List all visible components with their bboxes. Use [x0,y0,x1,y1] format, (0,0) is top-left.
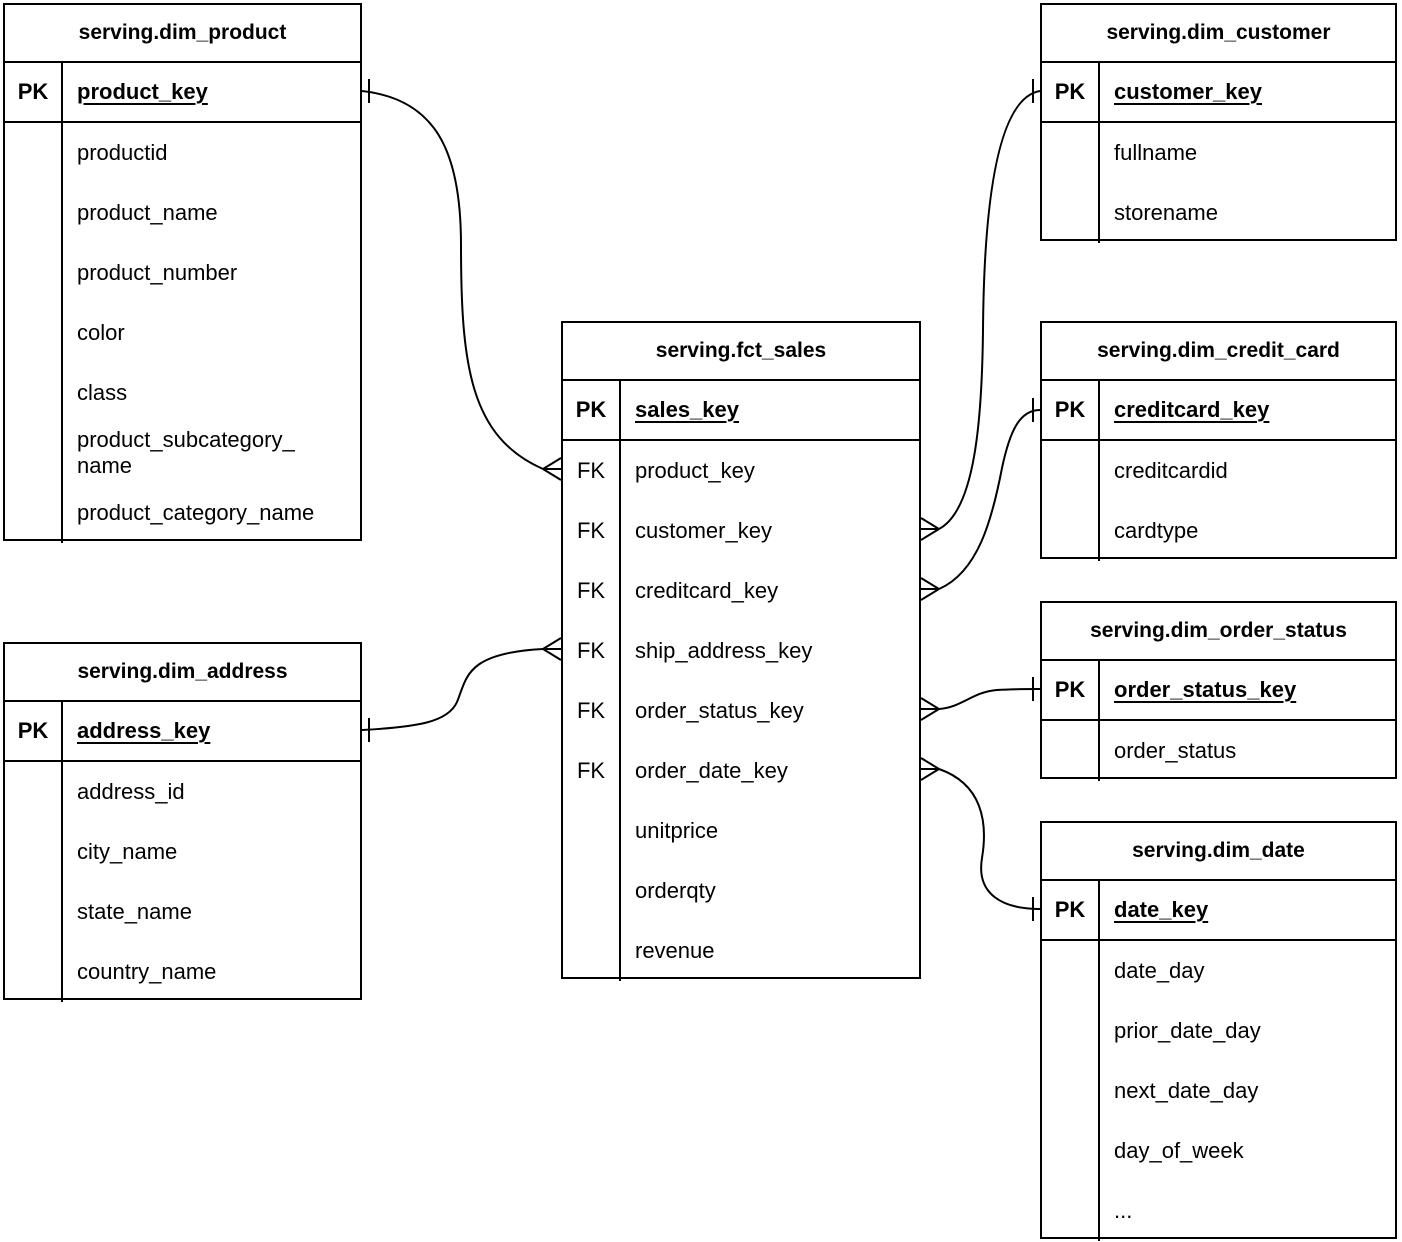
field-name: day_of_week [1114,1138,1244,1164]
table-serving-dim-customer: serving.dim_customer PK customer_key ful… [1040,3,1397,243]
relationship-line [361,648,544,731]
field-name: product_category_name [77,500,315,526]
field-name: creditcard_key [635,578,779,604]
field-name: color [77,320,125,346]
key-column: FK FK FK FK FK FK [563,441,621,981]
field-name: city_name [77,839,178,865]
crow-foot-many-icon [542,457,562,481]
field-name: product_subcategory_ name [77,427,295,478]
relationship-product-sales [361,79,562,481]
field-name: class [77,380,128,406]
fk-badge: FK [576,758,606,783]
table-serving-dim-order-status: serving.dim_order_status PK order_status… [1040,601,1397,781]
fk-badge: FK [576,518,606,543]
field-name: creditcardid [1114,458,1228,484]
fk-badge: FK [576,638,606,663]
field-name: country_name [77,959,217,985]
table-title: serving.dim_address [5,644,360,702]
table-title: serving.dim_order_status [1042,603,1395,661]
relationship-line [938,409,1041,590]
table-title: serving.dim_credit_card [1042,323,1395,381]
crow-foot-many-icon [542,637,562,661]
relationship-sales-orderstatus [920,677,1041,721]
relationship-line [938,688,1041,710]
relationship-sales-customer [920,79,1041,541]
field-name: fullname [1114,140,1198,166]
pk-field-name: date_key [1114,897,1209,922]
table-serving-dim-credit-card: serving.dim_credit_card PK creditcard_ke… [1040,321,1397,561]
field-name: product_name [77,200,218,226]
field-name: product_number [77,260,238,286]
table-title: serving.fct_sales [563,323,919,381]
field-name: order_status [1114,738,1237,764]
crow-foot-many-icon [920,577,940,601]
pk-badge: PK [1042,63,1100,121]
key-column [1042,721,1100,781]
key-column [1042,123,1100,243]
relationship-sales-date [920,757,1041,921]
table-serving-dim-product: serving.dim_product PK product_key produ… [3,3,362,543]
relationship-line [361,90,544,470]
pk-field-name: sales_key [635,397,739,422]
pk-badge: PK [5,63,63,121]
key-column [1042,941,1100,1241]
pk-badge: PK [1042,661,1100,719]
crow-foot-many-icon [920,517,940,541]
field-name: order_status_key [635,698,804,724]
field-name: product_key [635,458,755,484]
relationship-line [938,90,1041,530]
key-column [5,123,63,543]
field-name: state_name [77,899,192,925]
field-name: storename [1114,200,1218,226]
field-name: ... [1114,1198,1133,1224]
relationship-sales-creditcard [920,398,1041,601]
fk-badge: FK [576,458,606,483]
field-name: customer_key [635,518,772,544]
table-serving-dim-address: serving.dim_address PK address_key addre… [3,642,362,1002]
field-name: address_id [77,779,185,805]
fk-badge: FK [576,578,606,603]
field-name: cardtype [1114,518,1199,544]
field-name: order_date_key [635,758,788,784]
table-serving-fct-sales: serving.fct_sales PK sales_key FK FK FK … [561,321,921,981]
pk-badge: PK [563,381,621,439]
field-name: prior_date_day [1114,1018,1261,1044]
field-name: productid [77,140,168,166]
field-name: unitprice [635,818,719,844]
field-name: next_date_day [1114,1078,1259,1104]
pk-field-name: address_key [77,718,211,743]
key-column [1042,441,1100,561]
relationship-address-sales [361,637,562,742]
field-name: date_day [1114,958,1205,984]
pk-field-name: product_key [77,79,208,104]
pk-badge: PK [1042,381,1100,439]
pk-badge: PK [1042,881,1100,939]
pk-badge: PK [5,702,63,760]
crow-foot-many-icon [920,757,940,781]
key-column [5,762,63,1002]
pk-field-name: customer_key [1114,79,1262,104]
pk-field-name: creditcard_key [1114,397,1270,422]
field-name: revenue [635,938,715,964]
pk-field-name: order_status_key [1114,677,1297,702]
fk-badge: FK [576,698,606,723]
field-name: ship_address_key [635,638,813,664]
table-serving-dim-date: serving.dim_date PK date_key date_day pr… [1040,821,1397,1241]
table-title: serving.dim_date [1042,823,1395,881]
field-name: orderqty [635,878,716,904]
table-title: serving.dim_product [5,5,360,63]
relationship-line [938,768,1041,910]
table-title: serving.dim_customer [1042,5,1395,63]
crow-foot-many-icon [920,697,940,721]
